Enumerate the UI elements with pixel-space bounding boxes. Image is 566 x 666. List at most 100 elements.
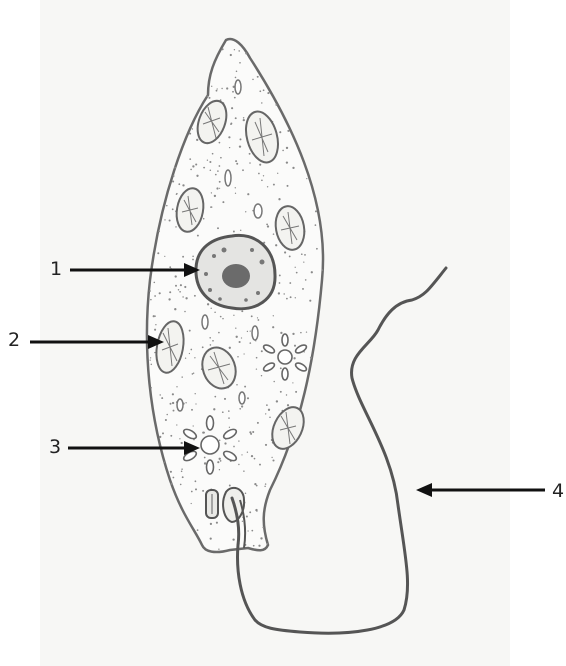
stipple-dot (169, 266, 171, 268)
stipple-dot (245, 52, 247, 54)
stipple-dot (164, 219, 165, 220)
stipple-dot (192, 165, 194, 167)
stipple-dot (236, 336, 238, 338)
stipple-dot (207, 303, 209, 305)
stipple-dot (217, 227, 219, 229)
stipple-dot (158, 231, 160, 233)
stipple-dot (159, 436, 161, 438)
stipple-dot (178, 183, 180, 185)
stipple-dot (172, 208, 174, 210)
stipple-dot (155, 324, 156, 325)
stipple-dot (154, 329, 156, 331)
stipple-dot (222, 411, 224, 413)
stipple-dot (267, 225, 269, 227)
stipple-dot (150, 299, 152, 301)
stipple-dot (242, 169, 244, 171)
stipple-dot (169, 291, 171, 293)
stipple-dot (224, 442, 226, 444)
stipple-dot (154, 295, 156, 297)
stipple-dot (238, 464, 239, 465)
stipple-dot (267, 92, 269, 94)
label-1: 1 (50, 260, 62, 279)
stipple-dot (245, 211, 246, 212)
label-3: 3 (49, 438, 61, 457)
stipple-dot (234, 49, 235, 50)
stipple-dot (289, 255, 291, 257)
stipple-dot (222, 318, 224, 320)
stipple-dot (185, 297, 187, 299)
stipple-dot (192, 373, 194, 375)
stipple-dot (267, 186, 268, 187)
stipple-dot (203, 167, 205, 169)
stipple-dot (182, 476, 184, 478)
stipple-dot (235, 193, 236, 194)
stipple-dot (292, 382, 293, 383)
stipple-dot (235, 117, 237, 119)
stipple-dot (258, 545, 260, 547)
stipple-dot (204, 462, 206, 464)
stipple-dot (252, 79, 254, 81)
stipple-dot (189, 353, 190, 354)
stipple-dot (292, 333, 294, 335)
stipple-dot (168, 298, 170, 300)
stipple-dot (204, 457, 206, 459)
stipple-dot (214, 312, 216, 314)
stipple-dot (185, 402, 186, 403)
stipple-dot (176, 193, 178, 195)
stipple-dot (259, 164, 261, 166)
stipple-dot (266, 223, 268, 225)
stipple-dot (178, 289, 180, 291)
stipple-dot (275, 104, 277, 106)
stipple-dot (154, 352, 155, 353)
stipple-dot (243, 119, 245, 121)
stipple-dot (235, 77, 237, 79)
stipple-dot (239, 62, 241, 64)
stipple-dot (189, 330, 191, 332)
stipple-dot (233, 315, 234, 316)
stipple-dot (239, 145, 241, 147)
stipple-dot (150, 357, 151, 358)
stipple-dot (161, 397, 163, 399)
stipple-dot (295, 391, 297, 393)
stipple-dot (266, 404, 268, 406)
stipple-dot (290, 296, 292, 298)
stipple-dot (182, 296, 183, 297)
stipple-dot (214, 396, 216, 398)
stipple-dot (245, 492, 247, 494)
stipple-dot (280, 367, 282, 369)
stipple-dot (241, 454, 242, 455)
stipple-dot (211, 86, 212, 87)
stipple-dot (166, 205, 168, 207)
stipple-dot (192, 259, 194, 261)
stipple-dot (253, 545, 255, 547)
stipple-dot (159, 292, 161, 294)
stipple-dot (181, 442, 183, 444)
stipple-dot (279, 274, 281, 276)
stipple-dot (287, 130, 289, 132)
stipple-dot (276, 400, 278, 402)
stipple-dot (247, 452, 248, 453)
stipple-dot (193, 425, 194, 426)
stipple-dot (197, 529, 199, 531)
stipple-dot (247, 331, 248, 332)
stipple-dot (265, 483, 266, 484)
stipple-dot (181, 468, 183, 470)
stipple-dot (184, 311, 186, 313)
stipple-dot (210, 169, 212, 171)
stipple-dot (258, 173, 260, 175)
stipple-dot (287, 185, 289, 187)
stipple-dot (305, 279, 307, 281)
stipple-dot (209, 161, 211, 163)
stipple-dot (180, 484, 182, 486)
stipple-dot (286, 161, 288, 163)
stipple-dot (236, 71, 238, 73)
stipple-dot (278, 198, 280, 200)
stipple-dot (219, 142, 221, 144)
stipple-dot (235, 160, 237, 162)
stipple-dot (181, 471, 183, 473)
stipple-dot (184, 286, 186, 288)
stipple-dot (272, 459, 274, 461)
stipple-dot (181, 376, 182, 377)
stipple-dot (287, 404, 289, 406)
stipple-dot (212, 153, 214, 155)
